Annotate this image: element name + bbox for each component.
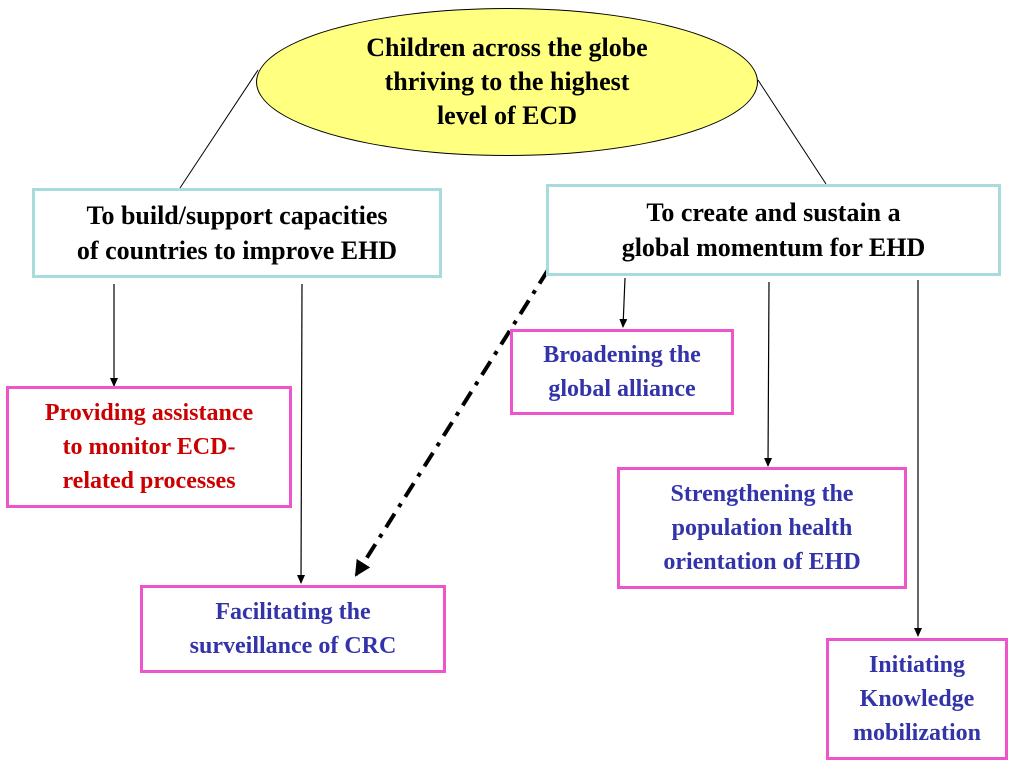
assistance-line-3: related processes <box>62 468 236 494</box>
objective-left-line-2: of countries to improve EHD <box>76 236 398 265</box>
alliance-line-1: Broadening the <box>543 342 701 368</box>
activity-providing-assistance: Providing assistance to monitor ECD- rel… <box>6 386 292 508</box>
arrow-to-alliance <box>619 277 628 328</box>
activity-facilitating-surveillance: Facilitating the surveillance of CRC <box>140 585 446 673</box>
objective-right-line-1: To create and sustain a <box>646 198 901 227</box>
activity-strengthening-population-health: Strengthening the population health orie… <box>617 467 907 589</box>
goal-text: Children across the globe thriving to th… <box>337 31 677 133</box>
assistance-line-1: Providing assistance <box>44 400 254 426</box>
population-line-2: population health <box>671 515 853 541</box>
activity-broadening-alliance: Broadening the global alliance <box>510 329 734 415</box>
knowledge-line-2: Knowledge <box>859 686 975 712</box>
knowledge-line-1: Initiating <box>868 652 965 678</box>
objective-build-capacities: To build/support capacities of countries… <box>32 188 442 278</box>
arrow-to-population <box>764 281 773 467</box>
population-line-1: Strengthening the <box>670 481 854 507</box>
goal-line-1: Children across the globe <box>366 33 648 62</box>
population-line-3: orientation of EHD <box>663 549 861 575</box>
assistance-line-2: to monitor ECD- <box>62 434 236 460</box>
objective-left-line-1: To build/support capacities <box>86 201 388 230</box>
alliance-line-2: global alliance <box>548 376 696 402</box>
goal-to-right-objective-line <box>757 79 827 185</box>
objective-right-line-2: global momentum for EHD <box>621 233 926 262</box>
surveillance-line-2: surveillance of CRC <box>189 633 397 659</box>
dashed-arrow-to-surveillance <box>354 268 550 577</box>
arrow-to-surveillance <box>297 283 306 584</box>
goal-line-3: level of ECD <box>436 101 578 130</box>
goal-to-left-objective-line <box>179 69 259 189</box>
surveillance-line-1: Facilitating the <box>215 599 371 625</box>
goal-line-2: thriving to the highest <box>384 67 630 96</box>
objective-global-momentum: To create and sustain a global momentum … <box>546 184 1001 276</box>
knowledge-line-3: mobilization <box>852 720 981 746</box>
goal-ellipse: Children across the globe thriving to th… <box>256 8 758 156</box>
activity-initiating-knowledge-mobilization: Initiating Knowledge mobilization <box>826 638 1008 760</box>
